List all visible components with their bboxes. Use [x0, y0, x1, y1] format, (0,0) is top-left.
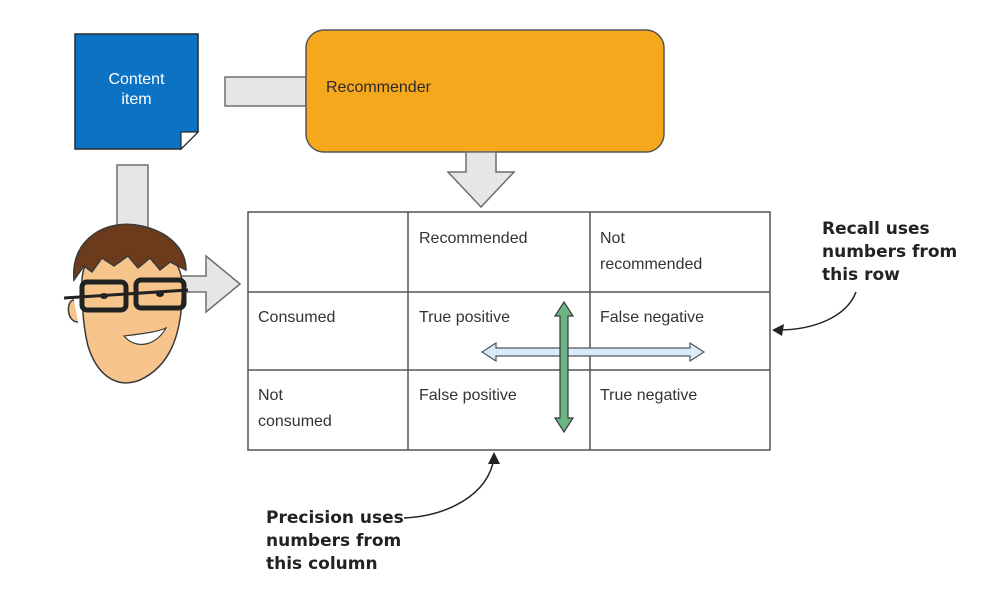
- col-header-not-recommended: Not recommended: [600, 230, 703, 273]
- col-header-recommended: Recommended: [419, 230, 528, 247]
- cell-true-negative: True negative: [600, 387, 698, 404]
- recall-annotation: Recall uses numbers from this row: [822, 219, 958, 285]
- document-fold-corner: [180, 131, 200, 151]
- connector-arrow-content-to-user: [116, 164, 149, 229]
- recall-pointer-line: [777, 291, 857, 331]
- cell-false-negative: False negative: [600, 309, 705, 326]
- confusion-matrix-grid: [247, 211, 771, 451]
- cell-true-positive: True positive: [419, 309, 510, 326]
- recall-pointer-arrowhead: [772, 324, 784, 336]
- precision-annotation: Precision uses numbers from this column: [266, 508, 404, 574]
- row-double-arrow: [480, 341, 706, 363]
- precision-pointer-arrowhead: [488, 452, 500, 464]
- precision-pointer-line: [403, 457, 495, 519]
- column-double-arrow: [553, 300, 575, 434]
- user-avatar-icon: [63, 223, 189, 384]
- row-label-not-consumed: Not consumed: [258, 387, 332, 430]
- cell-false-positive: False positive: [419, 387, 517, 404]
- row-label-consumed: Consumed: [258, 309, 336, 326]
- recommender-label: Recommender: [326, 79, 431, 96]
- connector-arrow-content-to-recommender: [224, 76, 307, 107]
- content-item-label: Content item: [108, 71, 165, 108]
- down-arrow-recommender-to-matrix: [446, 151, 516, 209]
